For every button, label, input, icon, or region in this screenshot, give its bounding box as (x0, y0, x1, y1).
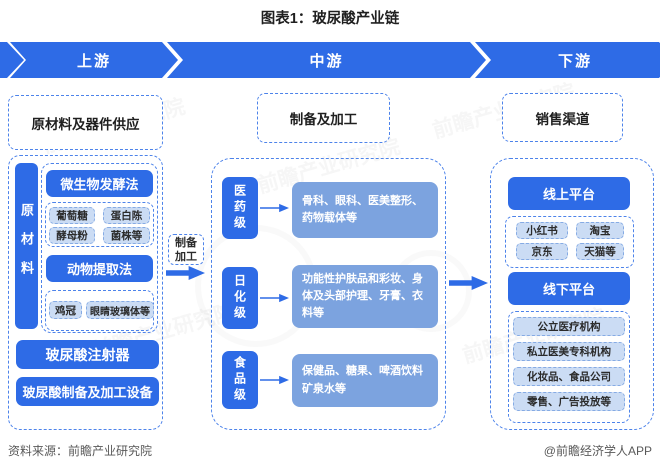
midstream-panel (211, 158, 446, 430)
list-item: 天猫等 (576, 243, 624, 260)
list-item: 公立医疗机构 (513, 317, 625, 336)
banner-upstream-label: 上游 (76, 52, 111, 70)
banner-downstream: 下游 (475, 42, 660, 78)
banner-midstream-label: 中游 (309, 52, 344, 70)
grade-food: 食品级 (222, 351, 258, 409)
offline-items-box (508, 311, 630, 423)
fermentation-header: 微生物发酵法 (46, 170, 153, 197)
midstream-header: 制备及加工 (257, 93, 390, 143)
offline-platform-header: 线下平台 (508, 272, 630, 305)
injector-box: 玻尿酸注射器 (16, 340, 159, 369)
list-item: 化妆品、食品公司 (513, 367, 625, 386)
animal-extraction-header: 动物提取法 (46, 255, 153, 282)
page-title: 图表1：玻尿酸产业链 (260, 11, 400, 27)
source-note: 资料来源：前瞻产业研究院 (8, 444, 153, 458)
list-item: 眼睛玻璃体等 (86, 301, 154, 319)
banner-upstream: 上游 (10, 42, 178, 78)
list-item: 酵母粉 (49, 227, 95, 244)
upstream-panel (8, 155, 163, 430)
credit-note: @前瞻经济学人APP (543, 444, 652, 458)
fermentation-items-box (45, 202, 154, 247)
online-platform-header: 线上平台 (508, 177, 630, 210)
arrow-right-icon (260, 203, 289, 213)
list-item: 蛋白陈 (103, 207, 150, 224)
list-item: 京东 (516, 243, 568, 260)
methods-group (41, 163, 158, 333)
arrow-right-icon (449, 275, 488, 291)
list-item: 葡萄糖 (49, 207, 95, 224)
midstream-header-label: 制备及加工 (289, 112, 358, 127)
banner-downstream-label: 下游 (557, 52, 592, 70)
processing-equipment-box: 玻尿酸制备及加工设备 (16, 377, 159, 406)
upstream-header-label: 原材料及器件供应 (31, 116, 140, 132)
banner-midstream: 中游 (167, 42, 486, 78)
downstream-header: 销售渠道 (502, 93, 623, 142)
food-applications: 保健品、糖果、啤酒饮料矿泉水等 (292, 354, 438, 407)
list-item: 菌株等 (103, 227, 150, 244)
list-item: 鸡冠 (49, 301, 82, 319)
grade-pharma: 医药级 (222, 177, 258, 239)
online-items-box (505, 216, 634, 268)
grade-cosmetic: 日化级 (222, 267, 258, 329)
arrow-right-icon (260, 293, 289, 303)
upstream-header: 原材料及器件供应 (8, 95, 163, 150)
pharma-applications: 骨科、眼科、医美整形、药物载体等 (292, 182, 438, 238)
arrow-right-icon (260, 375, 289, 385)
list-item: 小红书 (516, 222, 568, 239)
raw-material-side-label: 原材料 (15, 163, 38, 329)
list-item: 零售、广告投放等 (513, 392, 625, 411)
list-item: 淘宝 (576, 222, 624, 239)
downstream-header-label: 销售渠道 (535, 111, 590, 127)
cosmetic-applications: 功能性护肤品和彩妆、身体及头部护理、牙膏、衣料等 (292, 265, 438, 328)
prep-processing-connector: 制备 加工 (168, 234, 204, 265)
list-item: 私立医美专科机构 (513, 342, 625, 361)
downstream-panel (490, 158, 654, 430)
arrow-right-icon (166, 265, 205, 281)
stage-banner: 上游 中游 下游 (0, 42, 660, 78)
